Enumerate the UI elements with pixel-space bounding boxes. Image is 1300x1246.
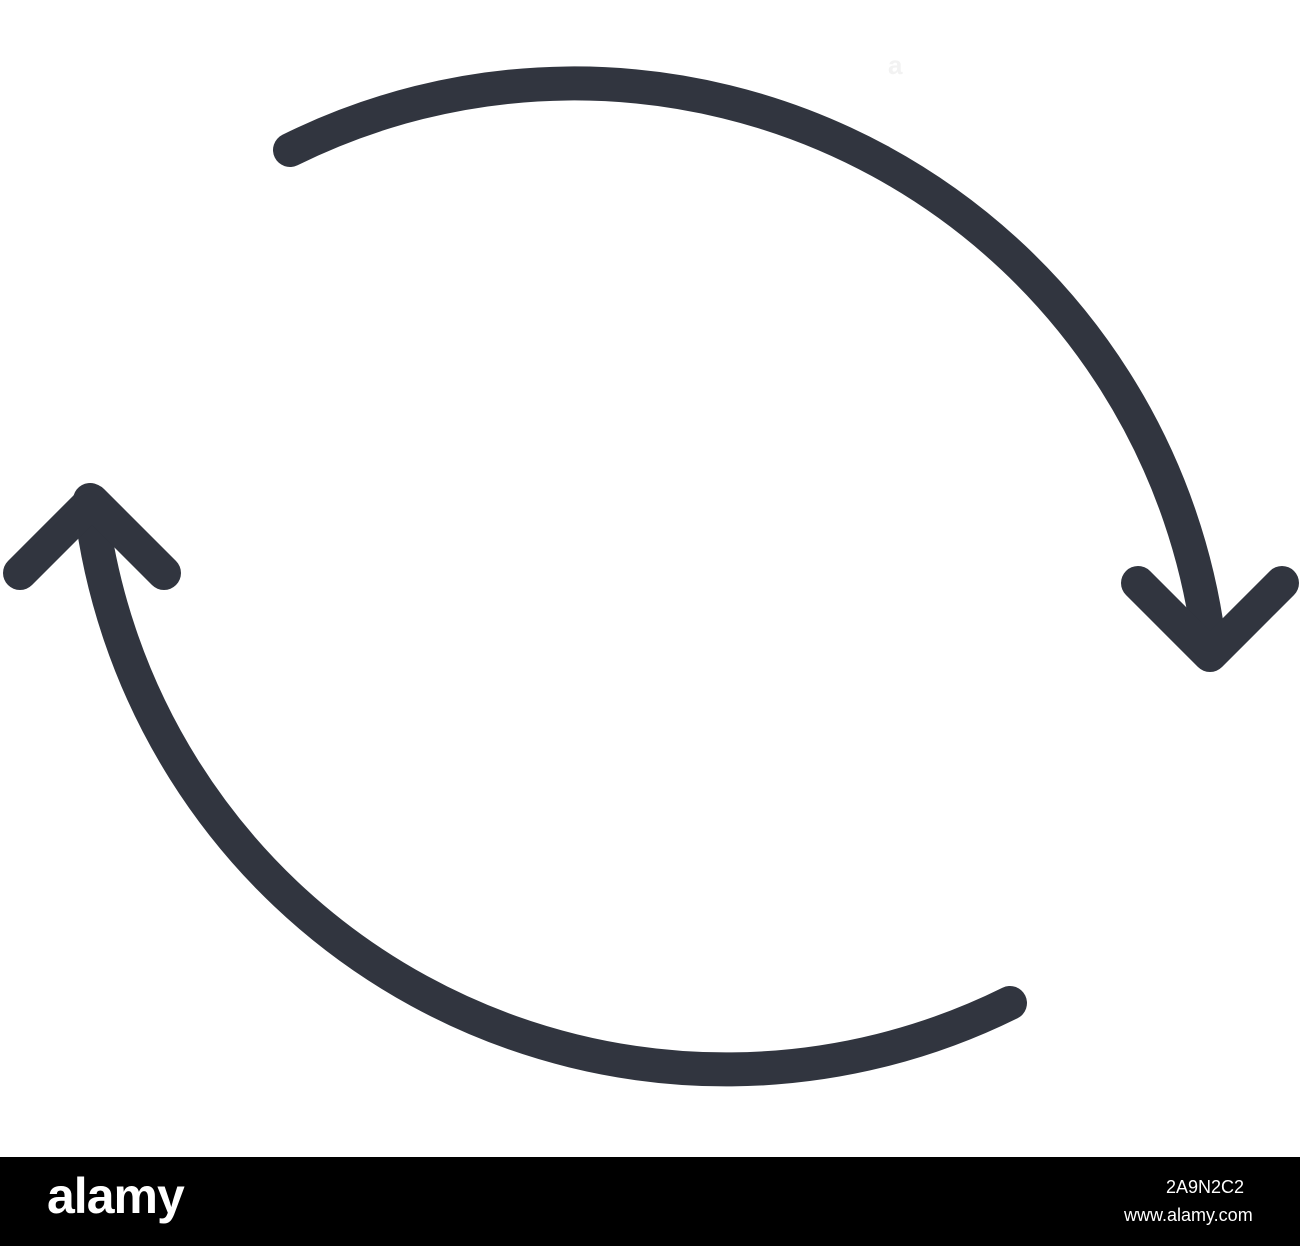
alamy-logo: alamy bbox=[47, 1168, 185, 1224]
refresh-cycle-arrows-icon bbox=[3, 66, 1299, 1087]
upper-arc bbox=[273, 66, 1227, 667]
image-id: 2A9N2C2 bbox=[1166, 1177, 1245, 1197]
faint-watermark-text: a bbox=[888, 50, 903, 80]
down-arrowhead bbox=[1121, 566, 1299, 672]
site-url: www.alamy.com bbox=[1124, 1205, 1253, 1225]
watermark-footer-bar: alamy 2A9N2C2 www.alamy.com bbox=[0, 1157, 1300, 1246]
lower-arc bbox=[73, 483, 1027, 1087]
up-arrowhead bbox=[3, 484, 181, 590]
icon-canvas: a bbox=[3, 50, 1299, 1087]
